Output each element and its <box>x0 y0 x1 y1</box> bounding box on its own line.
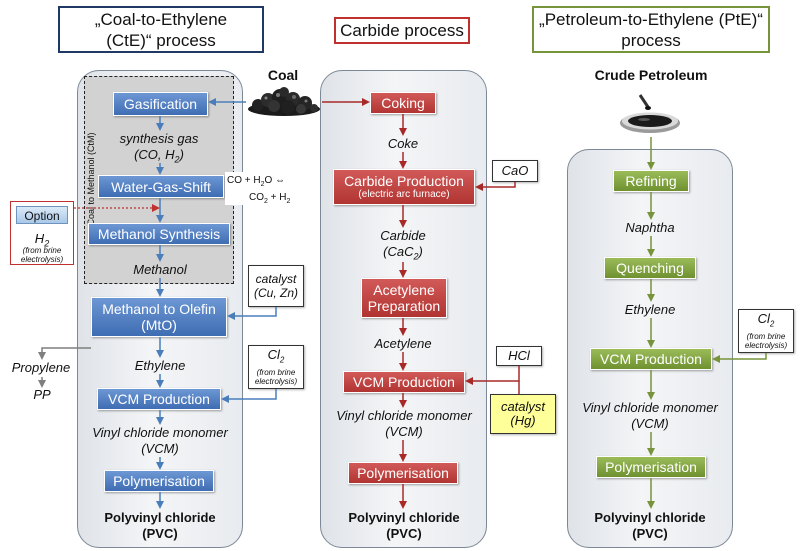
gasification-label: Gasification <box>123 96 198 112</box>
wgs-reaction-line2: CO2 + H2 <box>249 192 291 205</box>
cte-title: „Coal-to-Ethylene (CtE)“ process <box>58 6 264 53</box>
mto-catalyst-line2: (Cu, Zn) <box>253 286 298 300</box>
cte-vcm-line2: (VCM) <box>141 441 179 456</box>
pte-polymerisation-step: Polymerisation <box>596 456 706 478</box>
pte-title: „Petroleum-to-Ethylene (PtE)“ process <box>532 6 770 53</box>
crude-petroleum-image <box>620 94 680 133</box>
option-label: Option <box>24 209 60 223</box>
cte-vcm-production-step: VCM Production <box>97 388 221 410</box>
carbide-production-label: Carbide Production <box>344 173 464 189</box>
cte-polymerisation-step: Polymerisation <box>104 470 214 492</box>
coal-label: Coal <box>267 67 299 83</box>
cte-vcm-label: Vinyl chloride monomer (VCM) <box>82 425 238 457</box>
carbide-title: Carbide process <box>334 17 470 44</box>
cte-polymerisation-label: Polymerisation <box>113 473 205 489</box>
hg-catalyst-box: catalyst (Hg) <box>490 394 556 434</box>
cte-pvc-line2: (PVC) <box>142 526 178 541</box>
pte-vcm-line2: (VCM) <box>631 416 669 431</box>
wgs-reaction: CO + H2O ⇔ CO2 + H2 <box>225 172 303 205</box>
hcl-label: HCl <box>508 348 530 363</box>
mto-label-line2: (MtO) <box>141 317 177 333</box>
carbide-formula: (CaC2) <box>383 244 423 262</box>
pte-title-text: „Petroleum-to-Ethylene (PtE)“ process <box>539 9 763 50</box>
cte-cl2-box: Cl2 (from brine electrolysis) <box>248 345 304 389</box>
pp-label: PP <box>33 387 51 402</box>
cte-ethylene-label: Ethylene <box>134 358 186 373</box>
coking-step: Coking <box>370 92 436 114</box>
mto-catalyst-line1: catalyst <box>255 272 297 286</box>
pte-pvc-line1: Polyvinyl chloride <box>594 510 706 525</box>
water-gas-shift-step: Water-Gas-Shift <box>98 175 224 198</box>
carbide-title-text: Carbide process <box>340 21 464 40</box>
ctm-label-text: Coal to Methanol (CtM) <box>86 132 96 226</box>
refining-step: Refining <box>613 170 689 192</box>
hg-catalyst-line1: catalyst <box>500 399 546 414</box>
carbide-pvc-line2: (PVC) <box>386 526 422 541</box>
carbide-vcm-production-label: VCM Production <box>353 374 455 390</box>
carbide-text: Carbide <box>380 228 426 243</box>
hcl-box: HCl <box>496 346 542 366</box>
water-gas-shift-label: Water-Gas-Shift <box>111 178 211 195</box>
pte-ethylene-label: Ethylene <box>624 302 676 317</box>
quenching-step: Quenching <box>604 257 696 279</box>
carbide-vcm-line1: Vinyl chloride monomer <box>336 408 472 423</box>
pte-cl2-box: Cl2 (from brine electrolysis) <box>738 309 794 353</box>
pte-cl2-label: Cl2 <box>757 311 775 329</box>
quenching-label: Quenching <box>616 260 684 276</box>
acetylene-label: Acetylene <box>374 336 432 351</box>
carbide-production-step: Carbide Production (electric arc furnace… <box>333 169 475 205</box>
acetylene-preparation-line2: Preparation <box>367 298 441 314</box>
pte-vcm-production-label: VCM Production <box>600 351 702 367</box>
pte-vcm-production-step: VCM Production <box>590 348 712 370</box>
carbide-label: Carbide (CaC2) <box>363 228 443 265</box>
coke-label: Coke <box>387 136 419 151</box>
carbide-vcm-production-step: VCM Production <box>343 371 465 393</box>
synthesis-gas-label: synthesis gas (CO, H2) <box>96 131 222 168</box>
naphtha-label: Naphtha <box>625 220 675 235</box>
acetylene-preparation-line1: Acetylene <box>373 282 435 298</box>
coal-pile-image <box>248 87 320 116</box>
mto-step: Methanol to Olefin (MtO) <box>91 297 227 337</box>
refining-label: Refining <box>625 173 677 189</box>
pte-pvc-line2: (PVC) <box>632 526 668 541</box>
methanol-label: Methanol <box>133 262 187 277</box>
option-button: Option <box>16 206 68 224</box>
cte-pvc-line1: Polyvinyl chloride <box>104 510 216 525</box>
carbide-vcm-label: Vinyl chloride monomer (VCM) <box>326 408 482 440</box>
pte-cl2-note: (from brine electrolysis) <box>744 331 788 350</box>
cte-vcm-production-label: VCM Production <box>108 391 210 407</box>
crude-petroleum-label: Crude Petroleum <box>594 67 708 83</box>
wgs-reaction-line1: CO + H2O ⇔ <box>227 175 286 188</box>
cte-title-text: „Coal-to-Ethylene (CtE)“ process <box>94 9 228 50</box>
methanol-synthesis-label: Methanol Synthesis <box>97 226 221 242</box>
pte-pvc-label: Polyvinyl chloride (PVC) <box>572 510 728 542</box>
cte-cl2-label: Cl2 <box>267 347 285 365</box>
cao-box: CaO <box>492 160 538 182</box>
cte-vcm-line1: Vinyl chloride monomer <box>92 425 228 440</box>
carbide-polymerisation-label: Polymerisation <box>357 465 449 481</box>
coking-label: Coking <box>381 95 425 111</box>
synthesis-gas-formula: (CO, H2) <box>134 147 184 165</box>
pte-vcm-label: Vinyl chloride monomer (VCM) <box>572 400 728 432</box>
acetylene-preparation-step: Acetylene Preparation <box>361 278 447 318</box>
option-h2-note: (from brine electrolysis) <box>20 246 64 264</box>
cao-label: CaO <box>501 163 529 178</box>
synthesis-gas-text: synthesis gas <box>119 131 199 146</box>
pte-vcm-line1: Vinyl chloride monomer <box>582 400 718 415</box>
carbide-vcm-line2: (VCM) <box>385 424 423 439</box>
gasification-step: Gasification <box>113 92 208 116</box>
carbide-pvc-label: Polyvinyl chloride (PVC) <box>326 510 482 542</box>
mto-label-line1: Methanol to Olefin <box>102 301 216 317</box>
propylene-label: Propylene <box>11 360 71 375</box>
methanol-synthesis-step: Methanol Synthesis <box>88 223 230 245</box>
carbide-production-note: (electric arc furnace) <box>358 189 450 200</box>
mto-catalyst-box: catalyst (Cu, Zn) <box>248 265 304 307</box>
pte-polymerisation-label: Polymerisation <box>605 459 697 475</box>
option-h2-label: H2 <box>34 231 50 249</box>
cte-cl2-note: (from brine electrolysis) <box>254 367 298 386</box>
hg-catalyst-line2: (Hg) <box>510 413 536 428</box>
cte-pvc-label: Polyvinyl chloride (PVC) <box>82 510 238 542</box>
carbide-polymerisation-step: Polymerisation <box>348 462 458 484</box>
carbide-pvc-line1: Polyvinyl chloride <box>348 510 460 525</box>
